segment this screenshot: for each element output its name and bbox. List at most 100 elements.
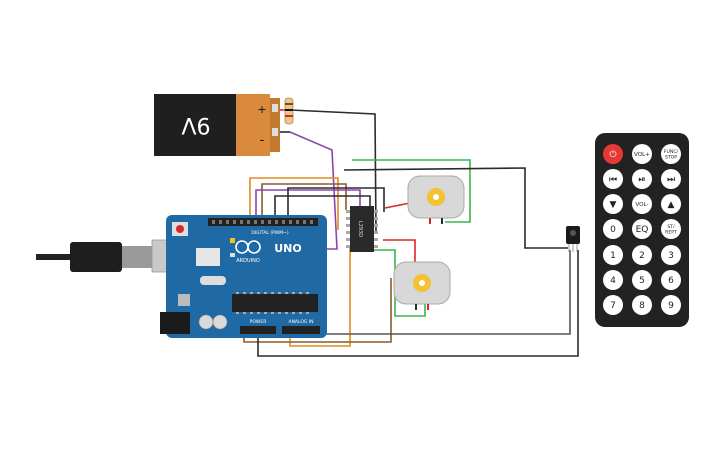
wire-orange-1 [249,177,339,230]
remote-button[interactable]: 1 [603,245,623,265]
dc-motor-1[interactable] [407,175,465,224]
wire-red-motor1 [384,202,411,209]
remote-buttons: ⏻ VOL+ FUNC/STOP ⏮ ⏯ ⏭ ▼ VOL- ▲ 0 EQ ST/REPT 1 2 3 4 5 6 7… [603,144,681,315]
atmega-chip [232,294,318,312]
regulator [178,294,190,306]
remote-button-label: 8 [639,301,645,311]
wire-brown-1 [261,183,347,220]
resistor[interactable] [284,97,294,125]
remote-button[interactable]: VOL+ [632,144,652,164]
remote-button-circle [603,219,623,239]
driver-pins [346,210,378,248]
power-jack [160,312,190,334]
remote-button[interactable]: ST/REPT [661,219,681,239]
remote-button[interactable]: 5 [632,270,652,290]
remote-button[interactable]: EQ [632,219,652,239]
remote-button[interactable]: VOL- [632,194,652,214]
usb-chip [196,248,220,266]
digital-pins [212,220,313,224]
usb-plug-metal [122,246,152,268]
remote-button-label: FUNC/ [664,149,679,155]
remote-button-circle [603,245,623,265]
battery-minus-label: - [260,133,265,148]
remote-button-label: 4 [610,276,616,286]
remote-button[interactable]: 4 [603,270,623,290]
battery-body [154,94,236,156]
dc-motor-2[interactable] [393,261,451,310]
remote-button-label: ▼ [610,200,617,210]
remote-button-circle [603,144,623,164]
led-on [230,238,235,243]
remote-button[interactable]: ⏻ [603,144,623,164]
arduino-logo-right [247,240,261,254]
remote-button-label: 7 [610,301,616,311]
battery-label: 9V [181,112,210,137]
wire-green-loop [352,159,471,223]
battery-9v[interactable]: 9V + - [154,94,280,156]
remote-button-circle [661,245,681,265]
remote-button[interactable]: ▼ [603,194,623,214]
remote-button[interactable]: 7 [603,295,623,315]
remote-button[interactable]: 6 [661,270,681,290]
remote-button-circle [632,144,652,164]
remote-button-circle [603,194,623,214]
battery-cap [236,94,270,156]
ir-receiver[interactable] [566,226,580,252]
remote-button-label: 6 [668,276,674,286]
resistor-band [285,109,293,111]
battery-terminal-plus [272,104,278,112]
remote-button[interactable]: 3 [661,245,681,265]
remote-button[interactable]: ⏮ [603,169,623,189]
remote-button-label: 3 [668,251,674,261]
remote-button-circle [603,295,623,315]
remote-button[interactable]: ⏭ [661,169,681,189]
remote-button-label: VOL- [635,202,648,208]
remote-button[interactable]: 9 [661,295,681,315]
remote-button-circle [632,270,652,290]
arduino-uno[interactable]: DIGITAL (PWM~) ARDUINO UNO POWER ANALOG … [160,215,327,338]
wire-green-lower [350,249,426,317]
ir-remote[interactable]: ⏻ VOL+ FUNC/STOP ⏮ ⏯ ⏭ ▼ VOL- ▲ 0 EQ ST/REPT 1 2 3 4 5 6 7… [595,133,689,327]
remote-button-label: ▲ [668,200,675,210]
wire-resistor-top-black [289,109,377,233]
wire-black-mid [287,187,385,220]
remote-button-label: 1 [610,251,616,261]
usb-cable[interactable] [36,239,189,273]
battery-plus-label: + [257,103,266,116]
remote-button-circle [632,169,652,189]
remote-button-label: ⏻ [609,149,616,160]
remote-button-circle [632,194,652,214]
remote-button[interactable]: 8 [632,295,652,315]
remote-button-circle [661,194,681,214]
remote-button[interactable]: 0 [603,219,623,239]
remote-button[interactable]: ▲ [661,194,681,214]
motor-driver-l293d[interactable]: L293D [346,206,378,252]
remote-button-circle [661,169,681,189]
battery-terminal-minus [272,128,278,136]
motor1-shaft [433,194,439,200]
remote-button-label: 0 [610,225,616,235]
remote-button-circle [632,295,652,315]
remote-button[interactable]: ⏯ [632,169,652,189]
wire-black-bottom [257,250,579,357]
remote-button[interactable]: 2 [632,245,652,265]
ir-receiver-lens [570,230,576,236]
chip-pins [236,292,309,314]
wire-black-short [274,195,371,220]
led-tx [230,253,235,257]
power-label: POWER [250,319,267,325]
analog-label: ANALOG IN [288,319,313,325]
remote-button-circle [632,219,652,239]
usb-plug-body [70,242,122,272]
remote-button-label: ⏮ [609,175,617,185]
digital-label: DIGITAL (PWM~) [251,230,289,236]
remote-button-label: 2 [639,251,645,261]
motor2-shaft [419,280,425,286]
reset-button-cap [176,225,184,233]
remote-button[interactable]: FUNC/STOP [661,144,681,164]
resistor-band [285,115,293,117]
analog-header [282,326,320,334]
capacitor-1 [198,314,214,330]
arduino-model: UNO [274,242,302,255]
